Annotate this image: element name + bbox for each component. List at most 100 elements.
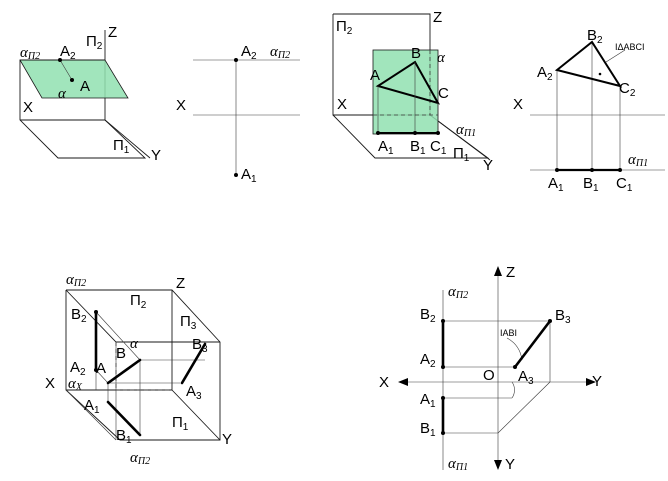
fig1-p2-label: П2 bbox=[86, 33, 103, 52]
fig5-alpha-top-label: αП2 bbox=[66, 272, 86, 289]
fig4-true-size-label: IΔABCI bbox=[615, 42, 645, 52]
fig2-alpha-label: αП2 bbox=[270, 44, 290, 61]
fig3-y-label: Y bbox=[483, 157, 493, 174]
fig5-a2-label: A2 bbox=[70, 359, 86, 378]
fig4-alpha-label: αП1 bbox=[628, 152, 648, 169]
fig5-alpha-bottom bbox=[65, 389, 117, 441]
fig5-a-label: A bbox=[96, 360, 106, 377]
fig1-a2-label: A2 bbox=[60, 43, 76, 62]
fig2-point-a2 bbox=[234, 58, 238, 62]
fig3-triangle-pictorial: Z X Y П2 П1 A B C α αП1 A1 B1 C1 bbox=[332, 9, 493, 174]
fig5-point-a2 bbox=[94, 368, 98, 372]
fig1-z-label: Z bbox=[108, 24, 117, 41]
fig6-b1-label: B1 bbox=[420, 420, 436, 439]
fig1-plane-pictorial: Z X Y П2 П1 αП2 A2 A α bbox=[19, 24, 161, 164]
fig3-point-c1 bbox=[436, 131, 440, 135]
fig5-z-label: Z bbox=[176, 275, 185, 292]
fig5-proj-a-top bbox=[95, 369, 109, 384]
fig5-x-label: X bbox=[45, 375, 55, 392]
fig5-alpha-mid-label: α bbox=[130, 336, 139, 352]
fig3-alpha-label: α bbox=[437, 50, 446, 66]
fig6-segment-a3b3 bbox=[513, 319, 552, 369]
fig5-b-label: B bbox=[116, 345, 126, 362]
fig3-x-label: X bbox=[337, 96, 347, 113]
fig6-const-line bbox=[497, 381, 551, 434]
fig4-a1-label: A1 bbox=[548, 175, 564, 194]
fig5-y-label: Y bbox=[222, 431, 232, 448]
fig1-y-axis bbox=[104, 119, 151, 159]
fig1-y-label: Y bbox=[151, 147, 161, 164]
fig5-outer-box bbox=[65, 289, 221, 441]
fig1-p1-label: П1 bbox=[113, 137, 130, 156]
fig4-c1-label: C1 bbox=[616, 175, 633, 194]
fig1-alpha-p2-label: αП2 bbox=[20, 45, 40, 62]
fig3-p1-label: П1 bbox=[453, 145, 470, 164]
fig6-y-down-arrow bbox=[494, 460, 502, 470]
fig6-alpha-bot-label: αП1 bbox=[448, 456, 468, 473]
fig3-b1-label: B1 bbox=[410, 138, 426, 157]
fig6-y-arrow bbox=[586, 378, 596, 386]
fig6-arc bbox=[511, 381, 515, 399]
fig5-a3-label: A3 bbox=[186, 383, 202, 402]
fig4-a2-label: A2 bbox=[537, 64, 553, 83]
fig2-a1-label: A1 bbox=[241, 166, 257, 185]
fig4-b2-label: B2 bbox=[587, 27, 603, 46]
fig4-triangle-epure: X IΔABCI B2 A2 C2 αП1 A1 B1 C1 bbox=[513, 27, 665, 194]
fig5-segment-a1b1 bbox=[106, 400, 142, 437]
fig3-p2-label: П2 bbox=[336, 18, 353, 37]
fig4-centroid-dot bbox=[598, 72, 602, 76]
fig1-alpha-label: α bbox=[58, 86, 67, 102]
fig1-projector bbox=[59, 59, 73, 81]
fig5-p2-label: П2 bbox=[130, 292, 147, 311]
fig3-a1-label: A1 bbox=[378, 138, 394, 157]
fig3-alpha-plane bbox=[372, 49, 439, 135]
fig5-b2-label: B2 bbox=[71, 306, 87, 325]
fig6-point-a3 bbox=[513, 365, 517, 369]
fig5-a1-label: A1 bbox=[84, 397, 100, 416]
fig2-plane-epure: X A2 αП2 A1 bbox=[176, 43, 300, 185]
fig6-x-arrow bbox=[398, 378, 408, 386]
fig3-c-label: C bbox=[438, 85, 449, 102]
fig5-proj-b-top bbox=[95, 311, 141, 361]
fig1-a-label: A bbox=[80, 78, 90, 95]
fig5-segment-ab bbox=[106, 358, 142, 385]
fig6-alpha-top-label: αП2 bbox=[448, 284, 468, 301]
fig3-a-label: A bbox=[370, 67, 380, 84]
fig5-segment-pictorial: Z X Y αП2 П2 П3 П1 B2 A2 A B α αX B3 A3 … bbox=[45, 272, 232, 467]
fig5-segment-b3a3 bbox=[180, 342, 207, 385]
fig6-true-length-label: IABI bbox=[500, 328, 517, 338]
fig6-a2-label: A2 bbox=[420, 351, 436, 370]
fig2-x-label: X bbox=[176, 97, 186, 114]
fig4-point-c1 bbox=[618, 168, 622, 172]
fig3-y-axis bbox=[429, 114, 491, 161]
fig3-point-a1 bbox=[376, 131, 380, 135]
fig5-alpha-bot-label: αП2 bbox=[130, 450, 150, 467]
fig4-point-b1 bbox=[590, 168, 594, 172]
fig6-z-arrow bbox=[494, 266, 502, 276]
fig4-x-label: X bbox=[513, 96, 523, 113]
fig5-b3-label: B3 bbox=[192, 336, 208, 355]
fig3-z-label: Z bbox=[433, 9, 442, 26]
fig1-point-a bbox=[70, 78, 74, 82]
fig6-b2-label: B2 bbox=[420, 306, 436, 325]
fig6-y-right-label: Y bbox=[592, 373, 602, 390]
fig6-segment-epure: Z X Y Y O αП2 IABI B2 A2 B3 A3 A1 B1 αП1 bbox=[379, 264, 602, 473]
fig3-triangle-abc bbox=[375, 60, 441, 105]
fig4-c2-label: C2 bbox=[619, 80, 636, 99]
fig6-point-b1 bbox=[441, 431, 445, 435]
fig3-point-b1 bbox=[413, 131, 417, 135]
fig1-point-a2 bbox=[58, 58, 62, 62]
fig6-o-label: O bbox=[483, 367, 495, 384]
fig3-alpha-pi1-label: αП1 bbox=[456, 122, 476, 139]
fig6-z-label: Z bbox=[506, 264, 515, 281]
fig6-b3-label: B3 bbox=[555, 307, 571, 326]
fig5-p3-label: П3 bbox=[180, 313, 197, 332]
fig5-y-axis bbox=[171, 389, 221, 441]
fig2-point-a1 bbox=[234, 173, 238, 177]
fig4-triangle-frontal bbox=[554, 40, 623, 88]
fig5-alpha-x-label: αX bbox=[68, 376, 83, 393]
fig4-b1-label: B1 bbox=[583, 175, 599, 194]
fig3-b-label: B bbox=[411, 45, 421, 62]
fig5-point-b2 bbox=[94, 310, 98, 314]
